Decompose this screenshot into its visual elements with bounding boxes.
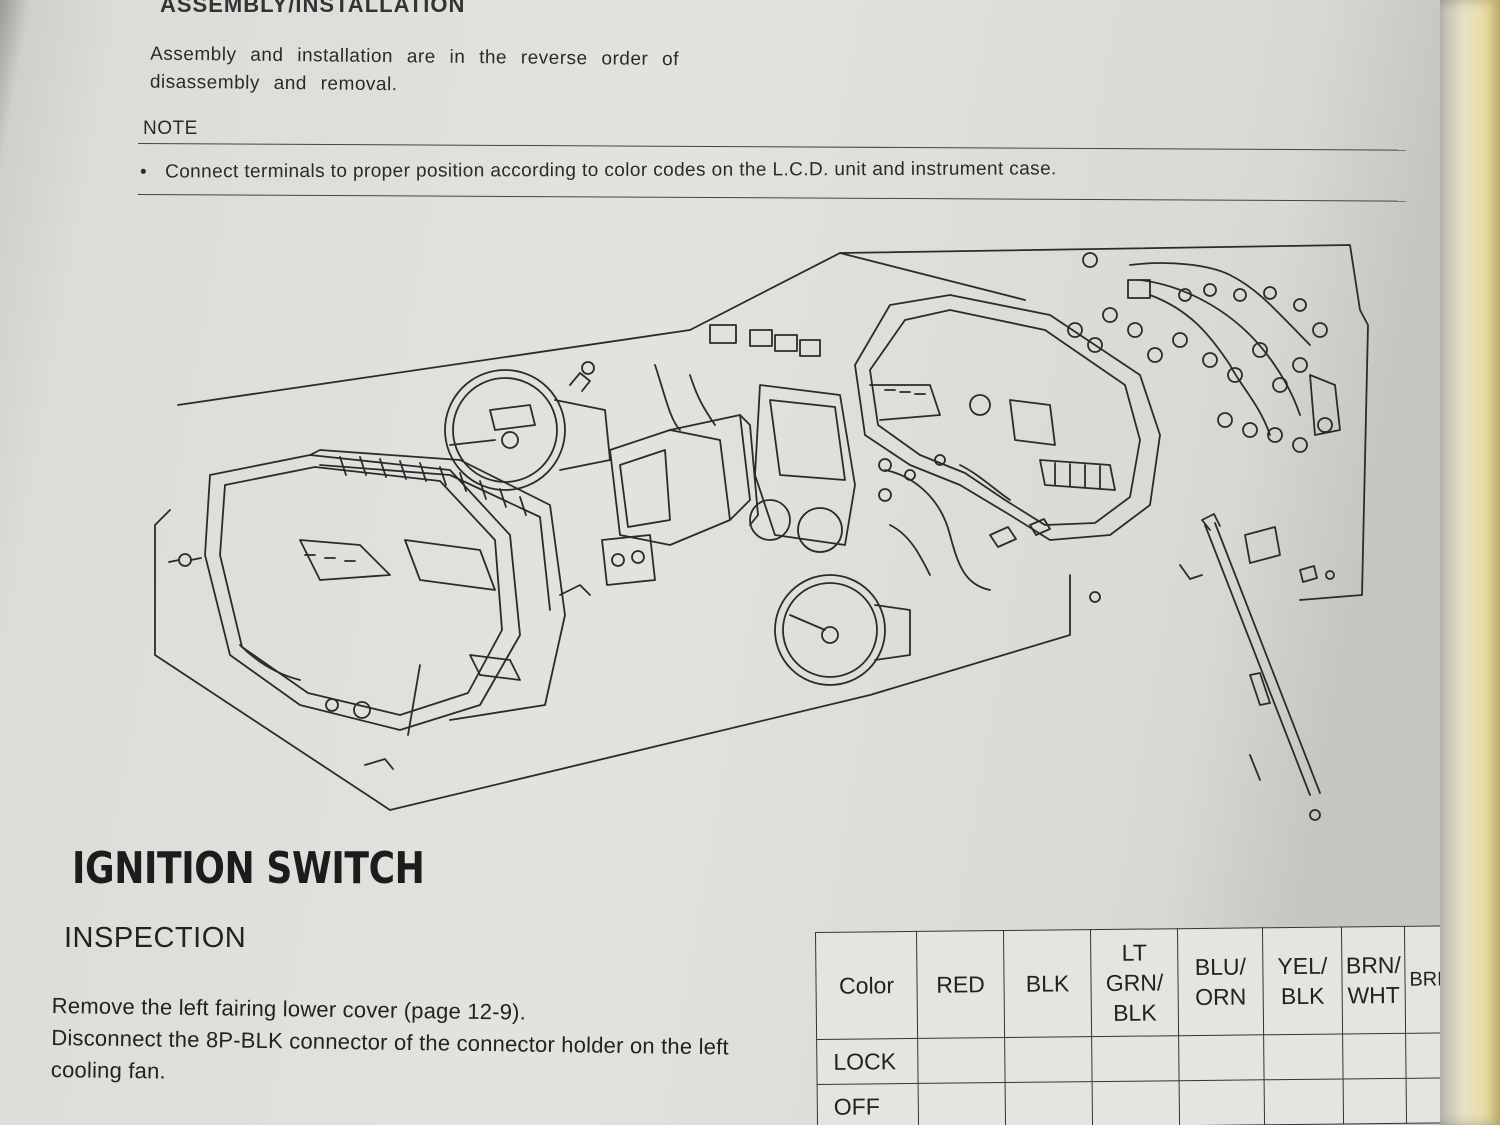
column-header-line: YEL/ (1277, 952, 1328, 980)
instruction-step: Disconnect the 8P-BLK connector of the c… (50, 1024, 729, 1084)
table-cell (1005, 1081, 1093, 1125)
column-header-cell: LT GRN/ BLK (1090, 928, 1179, 1037)
table-cell (1263, 1033, 1344, 1080)
column-header-line: RED (936, 971, 985, 998)
page-title: IGNITION SWITCH (72, 843, 425, 894)
column-header-line: BLK (1112, 999, 1157, 1026)
column-header-line: BLU/ (1194, 953, 1247, 981)
column-header-line: BLK (1280, 982, 1325, 1010)
note-text-line: • Connect terminals to proper position ac… (140, 158, 1057, 183)
section-subtitle: INSPECTION (64, 922, 247, 954)
column-header-line: GRN/ (1105, 969, 1164, 996)
ignition-switch-color-table: Color RED BLK LT GRN/ BLK BLU/ ORN YEL/ … (815, 925, 1459, 1125)
column-header-cell: BLU/ ORN (1177, 927, 1264, 1036)
note-bullet: • (139, 161, 148, 183)
column-header-line: ORN (1195, 983, 1247, 1011)
adjacent-page-edge (1440, 0, 1500, 1125)
intro-paragraph: Assembly and installation are in the rev… (149, 43, 680, 96)
table-header-row: Color RED BLK LT GRN/ BLK BLU/ ORN YEL/ … (815, 925, 1457, 1040)
table-row: LOCK (816, 1032, 1458, 1085)
section-heading: ASSEMBLY/INSTALLATION (160, 0, 466, 17)
table-cell (1342, 1033, 1407, 1079)
column-header-cell: YEL/ BLK (1262, 926, 1343, 1035)
table-cell (1179, 1079, 1265, 1125)
table-cell (1004, 1036, 1093, 1083)
column-header-line: WHT (1347, 981, 1401, 1009)
table-cell (1178, 1034, 1265, 1081)
row-header-cell: OFF (817, 1083, 919, 1125)
color-header-cell: Color (815, 931, 918, 1040)
table-cell (1091, 1035, 1180, 1082)
column-header-line: BRN/ (1345, 951, 1401, 979)
column-header-cell: BLK (1003, 929, 1092, 1038)
table-cell (1343, 1078, 1407, 1124)
column-header-cell: RED (916, 930, 1005, 1039)
column-header-line: LT (1121, 939, 1147, 966)
note-label: NOTE (143, 118, 198, 139)
table-cell (918, 1082, 1006, 1125)
table-row: OFF (817, 1077, 1458, 1125)
table-cell (1264, 1078, 1344, 1125)
exploded-instrument-cluster-diagram (154, 244, 1369, 821)
table-cell (917, 1037, 1006, 1084)
inspection-instructions: Remove the left fairing lower cover (pag… (51, 990, 792, 1096)
column-header-cell: BRN/ WHT (1341, 926, 1406, 1034)
row-header-cell: LOCK (816, 1038, 919, 1085)
note-text: Connect terminals to proper position acc… (165, 158, 1057, 183)
table-cell (1092, 1080, 1180, 1125)
column-header-line: BLK (1025, 970, 1070, 997)
